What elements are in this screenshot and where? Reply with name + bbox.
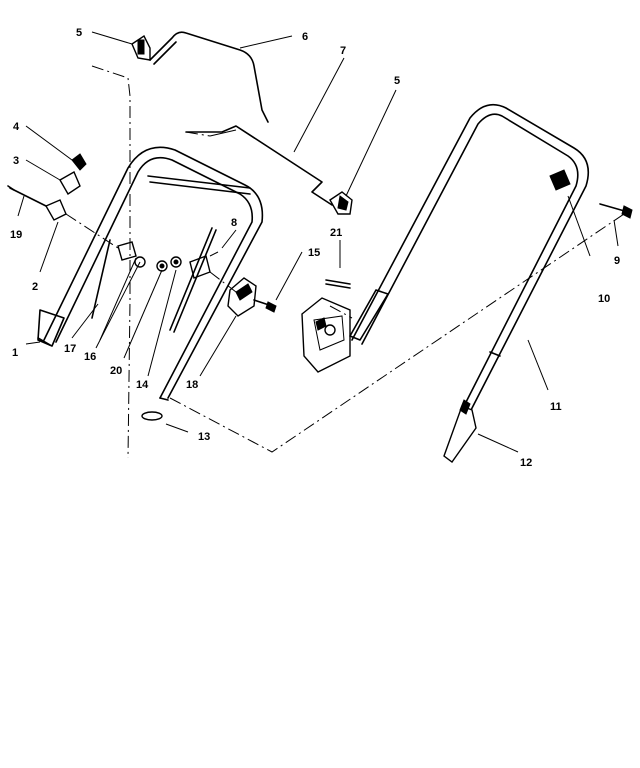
callout-13: 13: [198, 431, 210, 443]
callout-2: 2: [32, 281, 38, 293]
callout-8: 8: [231, 217, 237, 229]
latch-bracket: [227, 277, 277, 317]
callout-3: 3: [13, 155, 19, 167]
callout-10: 10: [598, 293, 610, 305]
callout-12: 12: [520, 457, 532, 469]
height-adjust-plate: [301, 279, 351, 373]
callout-6: 6: [302, 31, 308, 43]
control-bail-wire: [149, 31, 269, 123]
callout-20: 20: [110, 365, 122, 377]
callout-labels: 5 6 7 5 4 3 19 8 21 15 9 2 10 17 1 16 20…: [10, 27, 620, 469]
callout-5-right: 5: [394, 75, 400, 87]
center-lines: [65, 65, 625, 459]
upper-handle: [37, 146, 264, 401]
callout-15: 15: [308, 247, 320, 259]
callout-5-top: 5: [76, 27, 82, 39]
bracket-top: [131, 34, 151, 61]
lower-handle: [349, 103, 590, 413]
callout-9: 9: [614, 255, 620, 267]
callout-7: 7: [340, 45, 346, 57]
handle-knob-right: [549, 169, 633, 219]
handle-end-foot: [443, 399, 477, 463]
callout-4: 4: [13, 121, 20, 133]
callout-16: 16: [84, 351, 96, 363]
callout-14: 14: [136, 379, 149, 391]
callout-17: 17: [64, 343, 76, 355]
leader-lines: [17, 31, 619, 453]
callout-18: 18: [186, 379, 198, 391]
bracket-right: [329, 191, 353, 215]
handle-end-cap: [141, 411, 163, 421]
callout-19: 19: [10, 229, 22, 241]
callout-11: 11: [550, 401, 562, 413]
callout-1: 1: [12, 347, 18, 359]
callout-21: 21: [330, 227, 342, 239]
control-cable: [185, 125, 333, 206]
knob-parts-left: [7, 153, 87, 221]
